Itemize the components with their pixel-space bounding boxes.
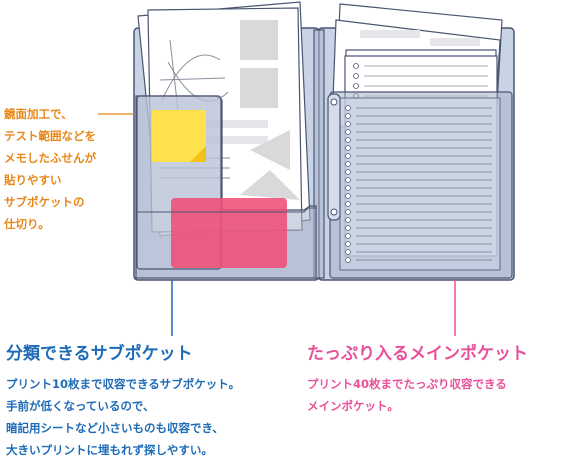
description-line: メインポケット。 <box>307 399 399 413</box>
main-pocket-description: プリント40枚までたっぷり収容できる メインポケット。 <box>307 373 565 417</box>
main-pocket-section: たっぷり入るメインポケット プリント40枚までたっぷり収容できる メインポケット… <box>307 343 565 417</box>
description-line: プリント40枚までたっぷり収容できる <box>307 377 507 391</box>
callout-line: 仕切り。 <box>4 217 50 231</box>
callout-line: 鏡面加工で、 <box>4 107 73 121</box>
sub-pocket-description: プリント10枚まで収容できるサブポケット。 手前が低くなっているので、 暗記用シ… <box>6 373 306 461</box>
callout-line: テスト範囲などを <box>4 129 96 143</box>
ruled-sheet <box>339 97 501 271</box>
binder-clip <box>327 93 341 221</box>
sticky-note <box>152 110 206 162</box>
callout-line: サブポケットの <box>4 195 85 209</box>
description-line: 大きいプリントに埋もれず探しやすい。 <box>6 443 213 457</box>
callout-line: メモしたふせんが <box>4 151 96 165</box>
sub-pocket-section: 分類できるサブポケット プリント10枚まで収容できるサブポケット。 手前が低くな… <box>6 343 306 461</box>
description-line: プリント10枚まで収容できるサブポケット。 <box>6 377 241 391</box>
callout-line: 貼りやすい <box>4 173 62 187</box>
sub-pocket-title: 分類できるサブポケット <box>6 344 193 364</box>
description-line: 暗記用シートなど小さいものも収容でき、 <box>6 421 224 435</box>
main-pocket-title: たっぷり入るメインポケット <box>307 344 528 364</box>
description-line: 手前が低くなっているので、 <box>6 399 155 413</box>
pink-card <box>171 198 287 268</box>
mirror-divider-callout: 鏡面加工で、 テスト範囲などを メモしたふせんが 貼りやすい サブポケットの 仕… <box>4 103 144 235</box>
